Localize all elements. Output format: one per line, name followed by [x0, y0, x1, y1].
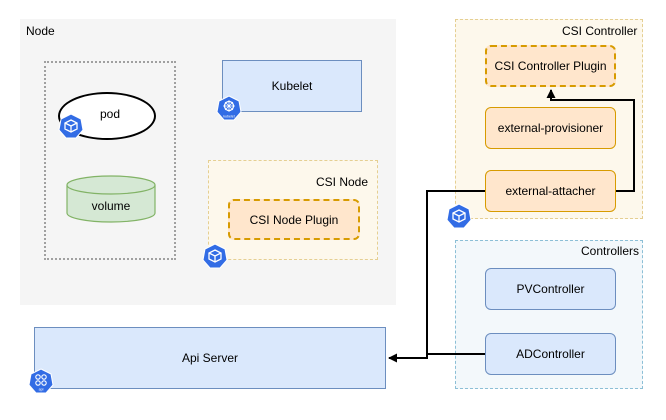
csi-node-k8s-icon: [202, 243, 228, 269]
csi-controller-label: CSI Controller: [562, 24, 638, 38]
ad-controller-label: ADController: [516, 347, 585, 361]
kubelet-box: Kubelet: [222, 60, 362, 112]
pv-controller-label: PVController: [516, 282, 585, 296]
node-label: Node: [26, 24, 55, 38]
attacher-to-controller-plugin-arrow: [546, 89, 635, 192]
volume-label: volume: [91, 199, 131, 213]
csi-node-label: CSI Node: [316, 175, 369, 189]
external-provisioner-label: external-provisioner: [497, 121, 604, 135]
external-attacher-label: external-attacher: [505, 184, 596, 198]
api-server-k8s-icon: api: [28, 368, 54, 394]
kubelet-icon-text: kubelet: [223, 115, 235, 119]
pod-k8s-icon: [58, 113, 84, 139]
pod-volume-container: [44, 61, 176, 260]
api-server-box: Api Server: [34, 327, 386, 389]
attacher-to-apiserver-connector: [426, 190, 485, 354]
csi-controller-k8s-icon: [446, 203, 472, 229]
kubelet-k8s-icon: kubelet: [216, 95, 242, 121]
external-provisioner-box: external-provisioner: [485, 107, 616, 149]
pv-controller-box: PVController: [485, 268, 616, 310]
csi-node-plugin-box: CSI Node Plugin: [228, 199, 360, 240]
ad-to-apiserver-arrow: [388, 353, 485, 363]
api-icon-text: api: [39, 388, 44, 392]
external-attacher-box: external-attacher: [485, 170, 616, 212]
kubelet-label: Kubelet: [271, 79, 313, 93]
api-server-label: Api Server: [181, 351, 239, 365]
csi-controller-plugin-label: CSI Controller Plugin: [494, 59, 607, 73]
csi-controller-plugin-box: CSI Controller Plugin: [485, 45, 616, 87]
csi-node-plugin-label: CSI Node Plugin: [249, 212, 339, 227]
ad-controller-box: ADController: [485, 333, 616, 375]
controllers-label: Controllers: [581, 244, 640, 258]
pod-label: pod: [99, 107, 121, 121]
